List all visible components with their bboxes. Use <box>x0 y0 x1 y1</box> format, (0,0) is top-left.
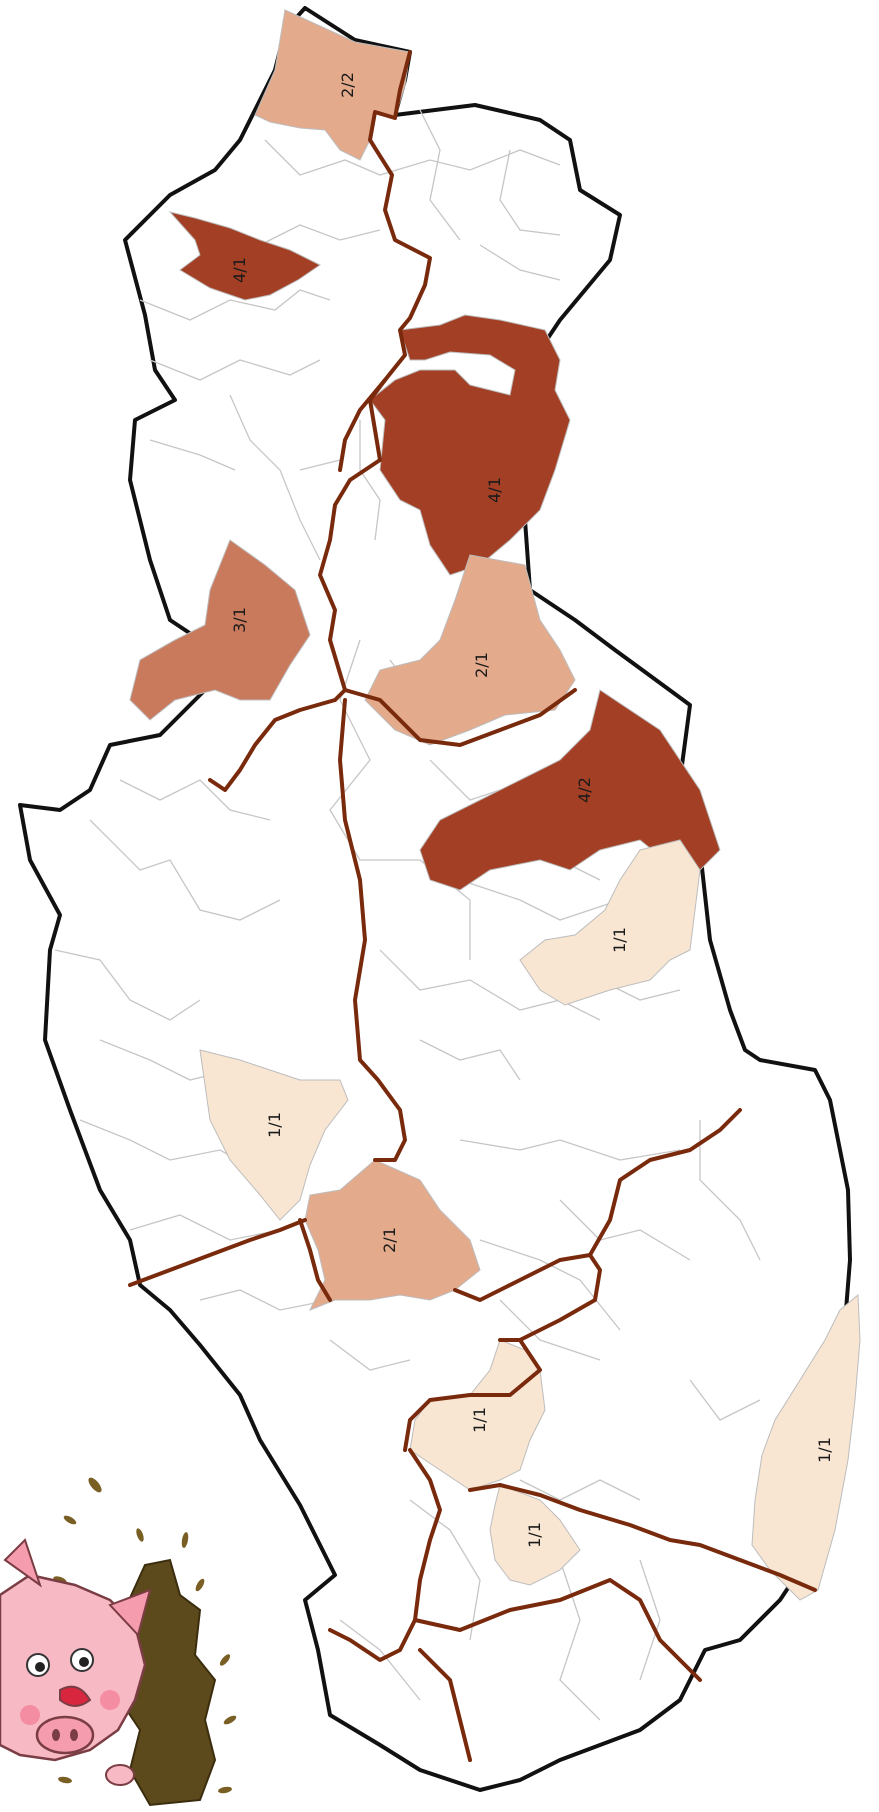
region-label-r1: 2/2 <box>338 72 357 98</box>
region-label-r9: 2/1 <box>380 1227 399 1253</box>
region-r6 <box>419 689 721 891</box>
region-r7 <box>519 839 701 1006</box>
region-r3 <box>369 314 571 576</box>
region-r8 <box>199 1049 349 1221</box>
region-label-r11: 1/1 <box>525 1522 544 1548</box>
region-r12 <box>751 1293 861 1601</box>
district-borders <box>128 50 817 1762</box>
region-r4 <box>129 539 311 721</box>
region-label-r5: 2/1 <box>472 652 491 678</box>
region-label-r10: 1/1 <box>470 1407 489 1433</box>
pig-in-mud-icon <box>0 1477 237 1807</box>
region-label-r2: 4/1 <box>230 257 249 283</box>
region-labels: 2/2 4/1 4/1 3/1 2/1 4/2 1/1 1/1 2/1 1/1 … <box>230 72 834 1548</box>
region-label-r3: 4/1 <box>485 477 504 503</box>
region-r5 <box>364 554 576 746</box>
region-label-r8: 1/1 <box>265 1112 284 1138</box>
region-r2 <box>168 211 321 301</box>
region-label-r4: 3/1 <box>230 607 249 633</box>
region-label-r7: 1/1 <box>610 927 629 953</box>
region-label-r6: 4/2 <box>575 777 594 803</box>
region-r9 <box>304 1159 481 1311</box>
region-r11 <box>489 1484 581 1586</box>
region-label-r12: 1/1 <box>815 1437 834 1463</box>
